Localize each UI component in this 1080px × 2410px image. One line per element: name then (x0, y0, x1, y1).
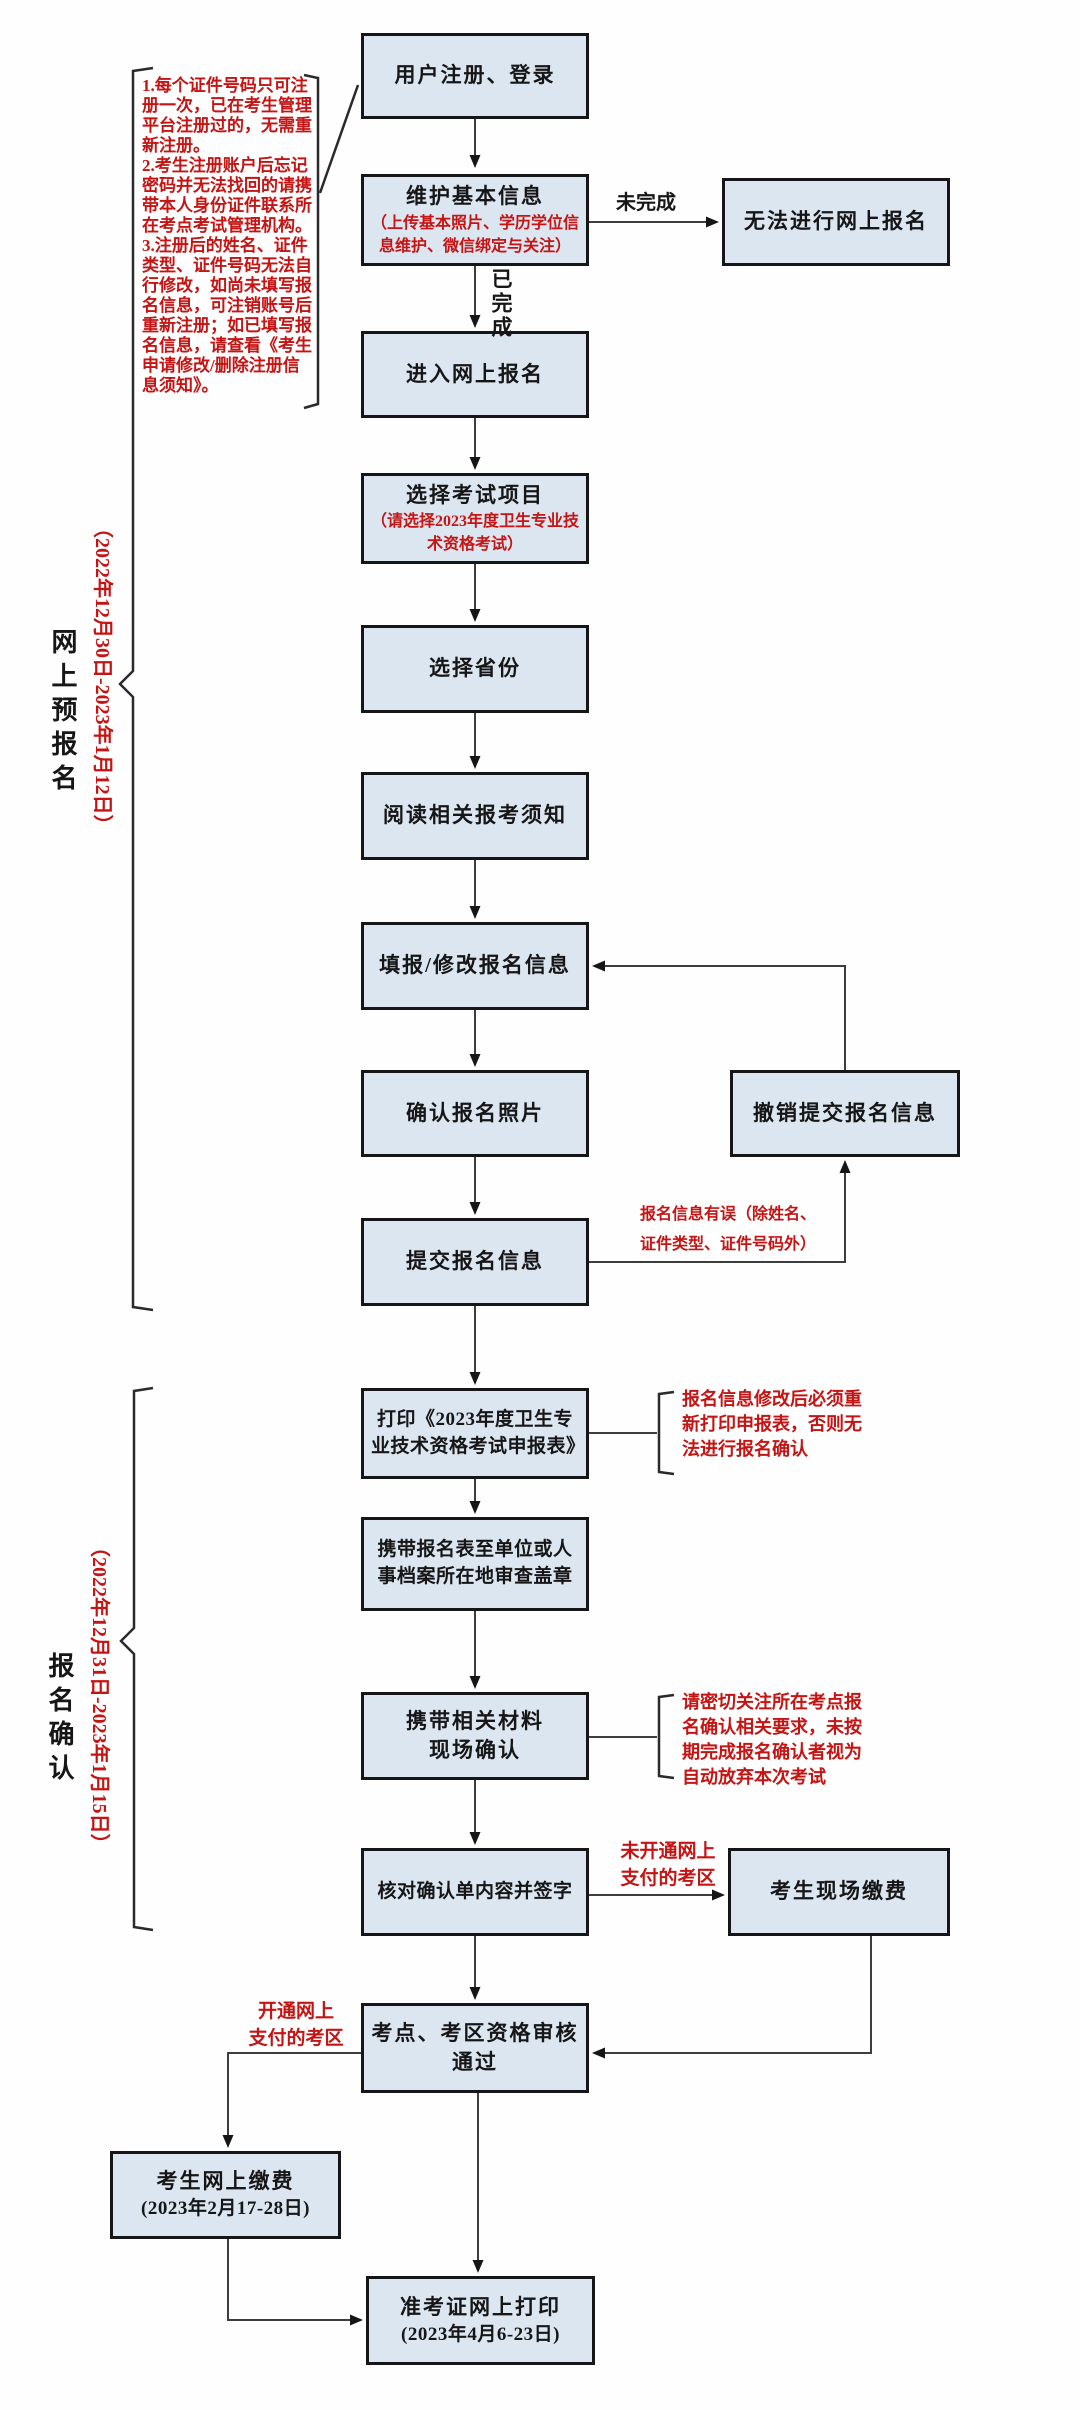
edge-label-info-error: 报名信息有误（除姓名、 证件类型、证件号码外） (639, 1206, 816, 1253)
step-select-province[interactable]: 选择省份 (361, 625, 589, 713)
step-title-line2: 现场确认 (429, 1738, 521, 1762)
step-title: 确认报名照片 (406, 1100, 544, 1125)
arrow-paysite-audit (592, 1936, 872, 2059)
step-print-application-form[interactable]: 打印《2023年度卫生专业技术资格考试申报表》 (361, 1388, 589, 1479)
step-subtitle: （上传基本照片、学历学位信息维护、微信绑定与关注） (371, 214, 580, 255)
bracket-annotation-onsite (657, 1693, 675, 1780)
arrow-payonline-ticket (227, 2239, 363, 2326)
step-title: 考生现场缴费 (770, 1879, 908, 1904)
step-title: 撤销提交报名信息 (753, 1100, 937, 1125)
step-title: 携带报名表至单位或人事档案所在地审查盖章 (377, 1539, 573, 1587)
step-title: 无法进行网上报名 (744, 209, 928, 234)
bracket-section-confirm (119, 1386, 154, 1932)
registration-notes: 1.每个证件号码只可注册一次，已在考生管理平台注册过的，无需重新注册。 2.考生… (142, 76, 314, 396)
edge-label-done: 已完成 (489, 268, 513, 340)
step-title: 核对确认单内容并签字 (377, 1880, 573, 1902)
step-title-line2: 通过 (452, 2050, 498, 2074)
step-title: 考生网上缴费 (156, 2169, 295, 2193)
section-date-confirmation: （2022年12月31日-2023年1月15日） (88, 1537, 110, 1854)
step-title: 提交报名信息 (406, 1249, 544, 1274)
annotation-reprint-required: 报名信息修改后必须重新打印申报表，否则无法进行报名确认 (682, 1389, 862, 1459)
step-onsite-payment[interactable]: 考生现场缴费 (728, 1848, 950, 1936)
step-user-register-login[interactable]: 用户注册、登录 (361, 33, 589, 119)
step-select-exam-project[interactable]: 选择考试项目 （请选择2023年度卫生专业技术资格考试） (361, 473, 589, 564)
section-date-pre-registration: （2022年12月30日-2023年1月12日） (91, 518, 113, 835)
step-confirm-photo[interactable]: 确认报名照片 (361, 1070, 589, 1157)
step-maintain-basic-info[interactable]: 维护基本信息 （上传基本照片、学历学位信息维护、微信绑定与关注） (361, 174, 589, 266)
step-verify-sign-confirmation[interactable]: 核对确认单内容并签字 (361, 1848, 589, 1936)
step-subtitle: （请选择2023年度卫生专业技术资格考试） (371, 513, 580, 554)
step-enter-online-registration[interactable]: 进入网上报名 (361, 331, 589, 418)
step-onsite-confirmation[interactable]: 携带相关材料 现场确认 (361, 1692, 589, 1780)
step-online-payment[interactable]: 考生网上缴费 (2023年2月17-28日) (110, 2151, 341, 2239)
step-title-line2: (2023年4月6-23日) (401, 2323, 560, 2345)
annotation-onsite-requirements: 请密切关注所在考点报名确认相关要求，未按期完成报名确认者视为自动放弃本次考试 (682, 1692, 862, 1787)
step-title: 考点、考区资格审核 (371, 2020, 579, 2045)
step-title: 用户注册、登录 (394, 63, 556, 88)
bracket-note-right (303, 73, 320, 410)
step-title: 选择考试项目 (406, 482, 544, 507)
note-item-1: 1.每个证件号码只可注册一次，已在考生管理平台注册过的，无需重新注册。 (142, 76, 312, 155)
step-stamp-at-unit[interactable]: 携带报名表至单位或人事档案所在地审查盖章 (361, 1517, 589, 1611)
section-label-pre-registration: 网上预报名 (48, 628, 77, 798)
step-title-line2: (2023年2月17-28日) (141, 2198, 310, 2220)
step-qualification-audit-pass[interactable]: 考点、考区资格审核 通过 (361, 2003, 589, 2093)
step-read-exam-notice[interactable]: 阅读相关报考须知 (361, 772, 589, 860)
step-title: 选择省份 (429, 656, 521, 681)
edge-label-no-online-pay-area: 未开通网上 支付的考区 (620, 1841, 716, 1889)
section-label-confirmation: 报名确认 (45, 1652, 74, 1788)
note-item-2: 2.考生注册账户后忘记密码并无法找回的请携带本人身份证件联系所在考点考试管理机构… (142, 156, 312, 235)
arrow-audit-payonline (222, 2052, 361, 2148)
note-callout-diagonal (318, 84, 360, 194)
bracket-annotation-reprint (657, 1390, 675, 1476)
step-title: 阅读相关报考须知 (383, 803, 567, 828)
step-title: 进入网上报名 (406, 361, 544, 386)
step-revoke-submitted-info[interactable]: 撤销提交报名信息 (730, 1070, 960, 1157)
edge-label-online-pay-area: 开通网上 支付的考区 (248, 2001, 344, 2049)
step-title: 准考证网上打印 (400, 2294, 561, 2319)
arrow-submit-revoke (589, 1160, 851, 1263)
edge-label-not-done: 未完成 (616, 192, 676, 214)
arrow-revoke-fill (592, 960, 846, 1070)
step-title: 携带相关材料 (406, 1708, 544, 1733)
step-submit-info[interactable]: 提交报名信息 (361, 1218, 589, 1306)
note-item-3: 3.注册后的姓名、证件类型、证件号码无法自行修改，如尚未填写报名信息，可注销账号… (142, 236, 312, 395)
step-title: 打印《2023年度卫生专业技术资格考试申报表》 (371, 1408, 586, 1457)
step-title: 填报/修改报名信息 (379, 953, 571, 978)
step-fill-modify-info[interactable]: 填报/修改报名信息 (361, 922, 589, 1010)
step-title: 维护基本信息 (406, 184, 544, 209)
bracket-section-pre (118, 66, 154, 1312)
step-unable-online-register[interactable]: 无法进行网上报名 (722, 178, 950, 266)
step-print-admission-ticket[interactable]: 准考证网上打印 (2023年4月6-23日) (366, 2276, 595, 2365)
